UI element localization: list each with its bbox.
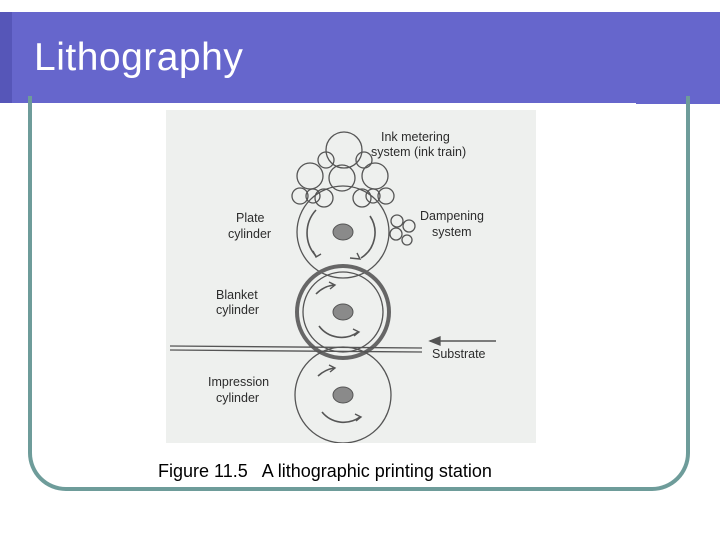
label-impression-1: Impression — [208, 375, 269, 389]
impression-cylinder-hub — [332, 386, 354, 404]
lithography-diagram: Ink metering system (ink train) Plate cy… — [166, 110, 536, 443]
label-dampening-1: Dampening — [420, 209, 484, 223]
blanket-cylinder — [295, 264, 391, 360]
plate-cylinder — [296, 185, 390, 279]
title-underline — [0, 103, 636, 108]
label-plate-2: cylinder — [228, 227, 271, 241]
label-blanket-2: cylinder — [216, 303, 259, 317]
plate-cylinder-hub — [332, 223, 354, 241]
blanket-cylinder-hub — [332, 303, 354, 321]
label-substrate: Substrate — [432, 347, 486, 361]
label-impression-2: cylinder — [216, 391, 259, 405]
label-blanket-1: Blanket — [216, 288, 258, 302]
substrate-sheet — [169, 336, 496, 353]
label-plate-1: Plate — [236, 211, 265, 225]
impression-cylinder — [294, 346, 392, 443]
content-frame — [28, 96, 690, 491]
diagram-svg: Ink metering system (ink train) Plate cy… — [169, 130, 496, 443]
dampening-rollers — [389, 214, 416, 246]
slide-title: Lithography — [34, 36, 244, 79]
ink-train-rollers — [291, 131, 395, 208]
label-ink-metering-1: Ink metering — [381, 130, 450, 144]
label-ink-metering-2: system (ink train) — [371, 145, 466, 159]
label-dampening-2: system — [432, 225, 472, 239]
figure-caption: Figure 11.5 A lithographic printing stat… — [158, 461, 492, 481]
title-bar: Lithography — [0, 12, 720, 108]
